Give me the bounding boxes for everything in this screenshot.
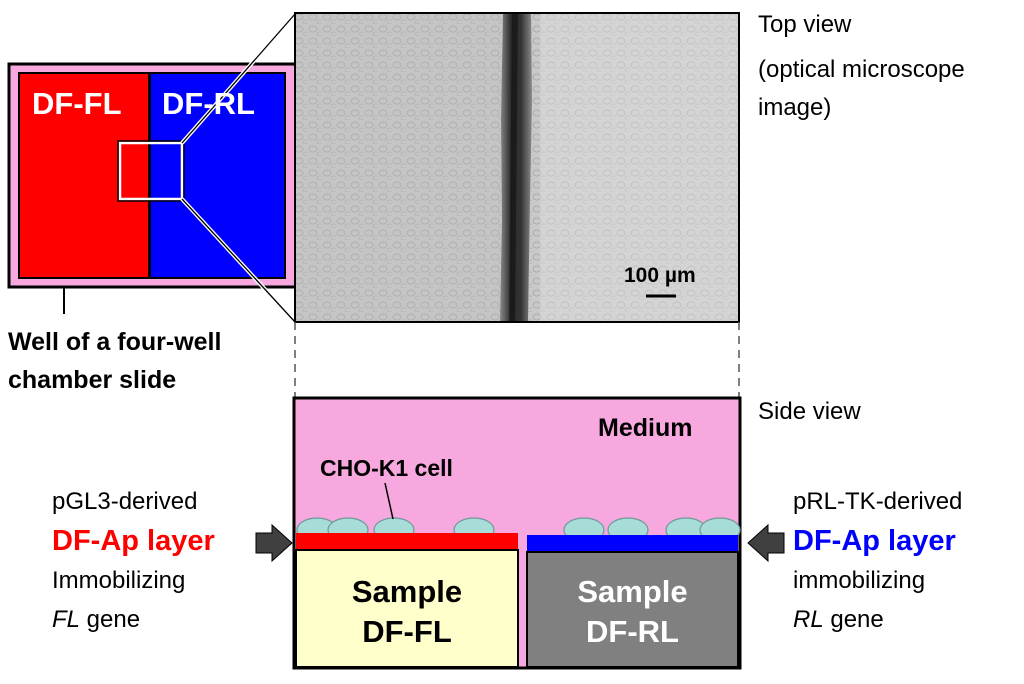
right-annotation-line-1: pRL-TK-derived xyxy=(793,488,963,515)
top-view-title: Top view xyxy=(758,11,852,38)
dashed-guides xyxy=(294,322,740,398)
zoom-box-inner xyxy=(118,141,184,201)
right-arrow-icon xyxy=(747,523,785,563)
left-annotation-line-2: DF-Ap layer xyxy=(52,525,215,557)
left-arrow-icon xyxy=(255,523,293,563)
top-view-subtitle-2: image) xyxy=(758,94,832,121)
sample-rl-block xyxy=(526,551,739,668)
scale-bar-label: 100 µm xyxy=(624,264,696,287)
side-view-title: Side view xyxy=(758,398,861,425)
well-label-df-fl: DF-FL xyxy=(32,86,122,121)
well-caption-line-2: chamber slide xyxy=(8,366,177,394)
cell-label: CHO-K1 cell xyxy=(320,455,453,481)
df-rl-region xyxy=(149,72,286,279)
df-fl-region xyxy=(18,72,150,279)
left-annotation-line-4: FL gene xyxy=(52,608,140,632)
left-gene-name: FL xyxy=(52,606,81,633)
left-gene-suffix: gene xyxy=(80,606,141,633)
well-label-df-rl: DF-RL xyxy=(162,86,255,121)
medium-label: Medium xyxy=(598,414,693,442)
df-ap-layer-fl xyxy=(296,533,518,549)
sample-rl-line-1: Sample xyxy=(577,574,688,609)
right-annotation-line-4: RL gene xyxy=(793,608,884,632)
right-annotation-line-3: immobilizing xyxy=(793,567,926,594)
sample-rl-line-2: DF-RL xyxy=(586,614,679,649)
sample-fl-line-2: DF-FL xyxy=(362,614,452,649)
right-gene-suffix: gene xyxy=(823,606,884,633)
top-view-subtitle-1: (optical microscope xyxy=(758,56,965,83)
left-annotation-line-1: pGL3-derived xyxy=(52,488,198,515)
side-view-diagram xyxy=(292,396,742,670)
right-gene-name: RL xyxy=(793,606,824,633)
zoom-lines xyxy=(180,12,297,324)
sample-fl-line-1: Sample xyxy=(351,574,463,609)
zoom-box-outer xyxy=(117,140,185,202)
microscope-image xyxy=(294,12,740,323)
right-annotation-line-2: DF-Ap layer xyxy=(793,525,956,557)
sample-fl-block xyxy=(295,549,519,668)
df-ap-layer-rl xyxy=(527,535,738,551)
well-caption-line-1: Well of a four-well xyxy=(8,328,222,356)
cell-leader xyxy=(384,482,394,520)
left-annotation-line-3: Immobilizing xyxy=(52,567,186,594)
well-diagram xyxy=(7,62,300,314)
